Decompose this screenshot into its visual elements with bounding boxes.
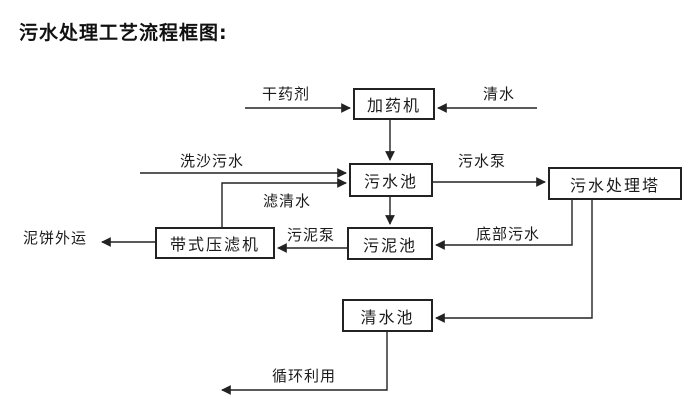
node-dosing-machine: 加药机 <box>353 88 435 120</box>
node-sewage-pool: 污水池 <box>349 163 433 197</box>
flow-label-sludge-pump: 污泥泵 <box>286 226 335 244</box>
arrow-filtered-water <box>221 178 347 227</box>
flow-label-bottom-sewage: 底部污水 <box>475 225 540 243</box>
arrow-recycle <box>221 332 388 395</box>
node-belt-filter-press: 带式压滤机 <box>155 227 275 259</box>
flow-label-clean-water: 清水 <box>482 85 515 103</box>
arrow-tower-to-clean <box>435 200 593 323</box>
node-sludge-pool: 污泥池 <box>347 227 433 260</box>
flow-label-mud-cake-transport: 泥饼外运 <box>22 229 87 247</box>
flow-label-filtered-water: 滤清水 <box>262 192 311 210</box>
page-title: 污水处理工艺流程框图: <box>19 22 228 44</box>
arrow-bottom-sewage <box>435 200 573 250</box>
flow-label-dry-chemical: 干药剂 <box>261 85 310 103</box>
flow-label-sewage-pump: 污水泵 <box>457 152 506 170</box>
flow-label-sand-washing-sewage: 洗沙污水 <box>179 152 244 170</box>
node-clean-water-pool: 清水池 <box>342 299 433 332</box>
flow-label-recycle-use: 循环利用 <box>271 367 336 385</box>
node-treatment-tower: 污水处理塔 <box>548 167 682 200</box>
